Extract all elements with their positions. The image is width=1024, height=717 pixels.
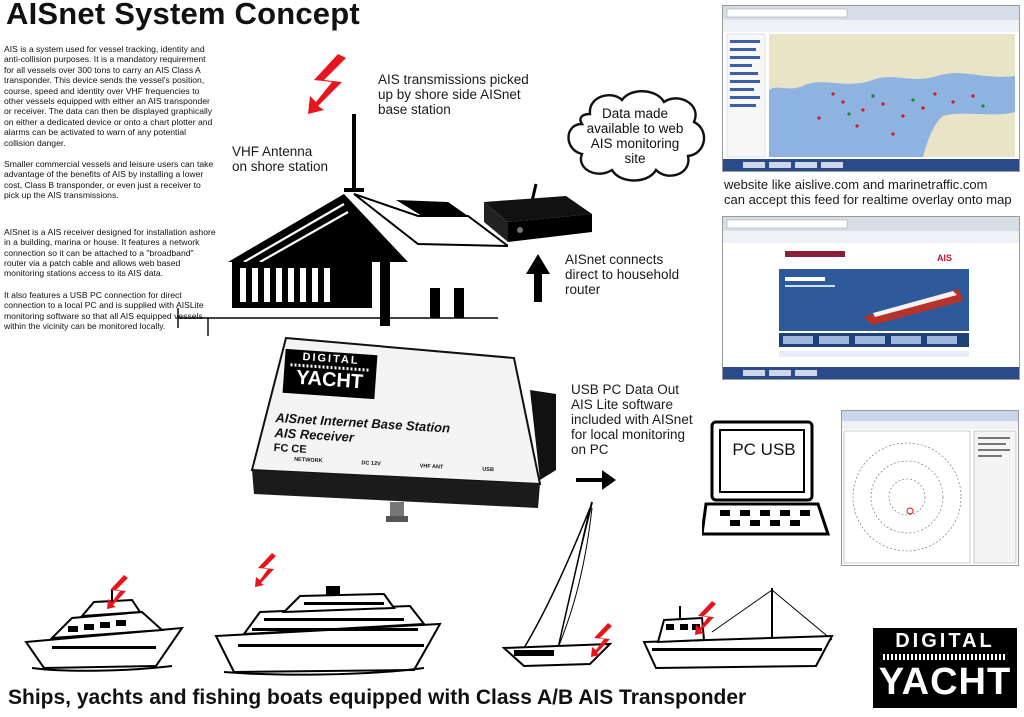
- port-antenna-label: VHF ANT: [419, 463, 444, 471]
- page-title: AISnet System Concept: [6, 0, 360, 31]
- lightning-bolt-icon: [255, 553, 276, 587]
- router-label: AISnet connects direct to household rout…: [565, 252, 680, 297]
- arrow-right-icon: [576, 470, 616, 490]
- digital-yacht-logo: DIGITAL YACHT: [873, 628, 1017, 708]
- bottom-caption: Ships, yachts and fishing boats equipped…: [8, 686, 747, 709]
- laptop-illustration: [702, 420, 831, 536]
- port-power-label: DC 12V: [361, 460, 381, 468]
- device-brand-logo: DIGITAL YACHT: [282, 348, 378, 400]
- sailboat-illustration: [501, 501, 613, 668]
- intro-paragraph: It also features a USB PC connection for…: [4, 289, 204, 331]
- lightning-bolt-icon: [308, 54, 346, 114]
- svg-text:AIS: AIS: [937, 253, 952, 263]
- motor-yacht-illustration: [24, 590, 185, 672]
- ais-lite-software-screenshot: [841, 410, 1019, 566]
- cruise-ship-illustration: [214, 586, 442, 676]
- arrow-up-icon: [526, 254, 550, 302]
- vhf-antenna-label: VHF Antenna on shore station: [232, 144, 329, 174]
- lightning-bolt-icon: [107, 575, 128, 609]
- lightning-bolt-icon: [591, 623, 612, 657]
- cloud-label: Data made available to web AIS monitorin…: [586, 106, 684, 166]
- port-usb-label: USB: [482, 466, 495, 474]
- intro-paragraph: AISnet is a AIS receiver designed for in…: [4, 226, 216, 279]
- router-illustration: [484, 183, 592, 242]
- intro-paragraph: Smaller commercial vessels and leisure u…: [4, 159, 214, 201]
- fishing-boat-illustration: [642, 588, 834, 670]
- intro-paragraph: AIS is a system used for vessel tracking…: [4, 44, 213, 148]
- aisnet-base-station: DIGITAL YACHT AISnet Internet Base Stati…: [240, 330, 560, 530]
- websites-label: website like aislive.com and marinetraff…: [724, 177, 1012, 207]
- shore-pickup-label: AIS transmissions picked up by shore sid…: [378, 72, 529, 117]
- website-aislive-screenshot: AIS: [722, 216, 1020, 380]
- shore-house-illustration: [177, 114, 508, 336]
- pc-screen-label: PC USB: [732, 440, 796, 459]
- intro-text: AIS is a system used for vessel tracking…: [4, 44, 216, 342]
- website-map-screenshot: [722, 5, 1020, 172]
- lightning-bolt-icon: [695, 601, 716, 635]
- usb-label: USB PC Data Out AIS Lite software includ…: [571, 382, 693, 457]
- cloud-icon: [567, 90, 706, 182]
